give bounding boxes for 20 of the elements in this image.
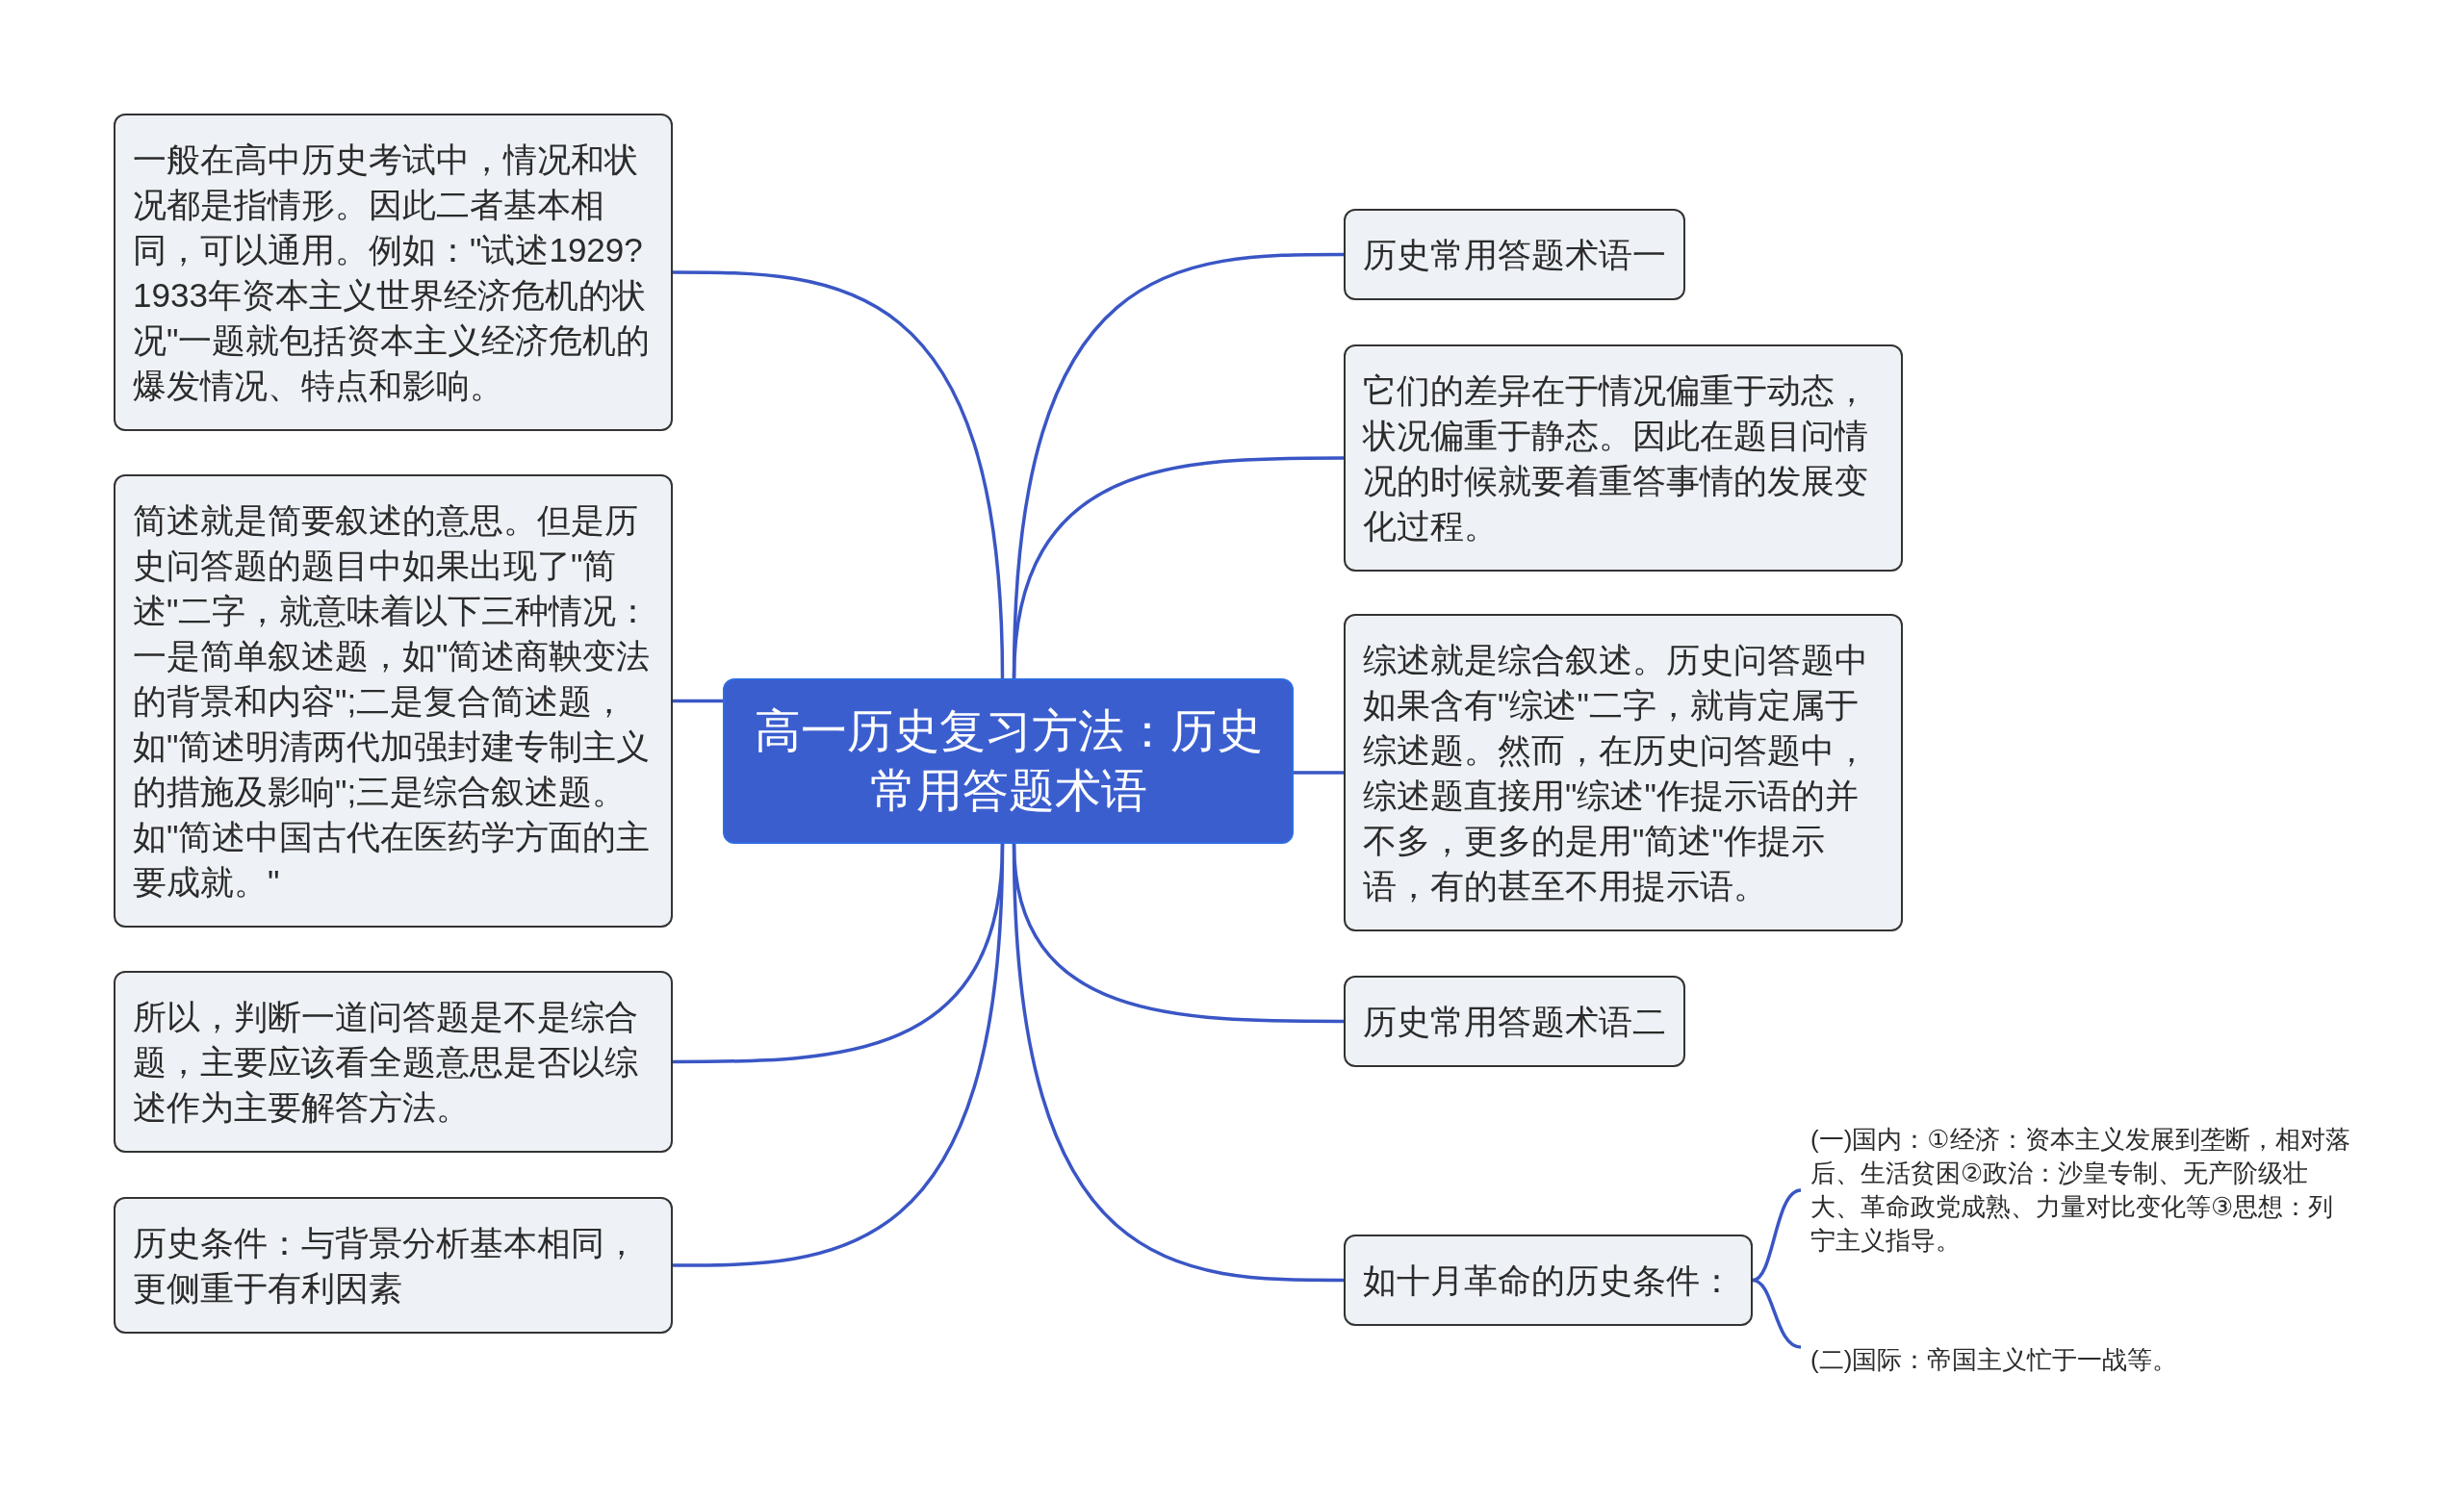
connector-line	[1752, 1188, 1802, 1283]
connector-line	[1012, 456, 1344, 679]
topic-box: 简述就是简要叙述的意思。但是历史问答题的题目中如果出现了"简述"二字，就意味着以下三种情况：一是简单叙述题，如"简述商鞅变法的背景和内容";二是复合简述题，如"简述明清两代加强封建专制主义的措施及影响";三是综合叙述题。如"简述中国古代在医药学方面的主要成就。"	[114, 474, 673, 928]
connector-line	[673, 270, 1005, 679]
connector-line	[1012, 843, 1344, 1283]
topic-box: 综述就是综合叙述。历史问答题中如果含有"综述"二字，就肯定属于综述题。然而，在历史问答题中，综述题直接用"综述"作提示语的并不多，更多的是用"简述"作提示语，有的甚至不用提示语。	[1344, 614, 1903, 931]
note-text: (一)国内：①经济：资本主义发展到垄断，相对落后、生活贫困②政治：沙皇专制、无产阶级壮大、革命政党成熟、力量对比变化等③思想：列宁主义指导。	[1810, 1123, 2354, 1258]
connector-line	[673, 843, 1005, 1267]
connector-line	[673, 699, 723, 703]
topic-box: 历史常用答题术语二	[1344, 976, 1685, 1067]
note-text: (二)国际：帝国主义忙于一战等。	[1810, 1343, 2178, 1377]
topic-box: 所以，判断一道问答题是不是综合题，主要应该看全题意思是否以综述作为主要解答方法。	[114, 971, 673, 1153]
topic-box: 如十月革命的历史条件：	[1344, 1235, 1753, 1326]
topic-box: 它们的差异在于情况偏重于动态，状况偏重于静态。因此在题目问情况的时候就要着重答事情的发展变化过程。	[1344, 344, 1903, 572]
topic-box: 历史条件：与背景分析基本相同，更侧重于有利因素	[114, 1197, 673, 1334]
topic-box: 历史常用答题术语一	[1344, 209, 1685, 300]
connector-line	[1294, 771, 1344, 775]
connector-line	[1752, 1278, 1802, 1349]
central-topic-box: 高一历史复习方法：历史常用答题术语	[723, 678, 1294, 844]
topic-box: 一般在高中历史考试中，情况和状况都是指情形。因此二者基本相同，可以通用。例如："试述1929?1933年资本主义世界经济危机的状况"一题就包括资本主义经济危机的爆发情况、特点和影响。	[114, 114, 673, 431]
